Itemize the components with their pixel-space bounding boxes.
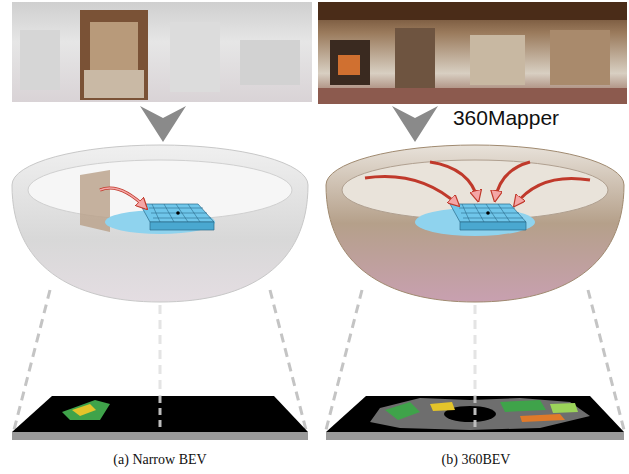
panorama-color <box>318 2 627 104</box>
bev-map-narrow <box>12 396 308 440</box>
subfigure-caption: (a) Narrow BEV <box>113 452 206 468</box>
down-arrow <box>392 106 438 142</box>
down-arrow <box>140 106 186 142</box>
method-name: 360Mapper <box>453 106 559 130</box>
panorama-grey <box>12 2 312 102</box>
bev-map-360 <box>326 396 624 440</box>
subfigure-caption: (b) 360BEV <box>442 452 511 468</box>
sphere-grey <box>12 145 308 302</box>
sphere-color <box>326 145 624 302</box>
